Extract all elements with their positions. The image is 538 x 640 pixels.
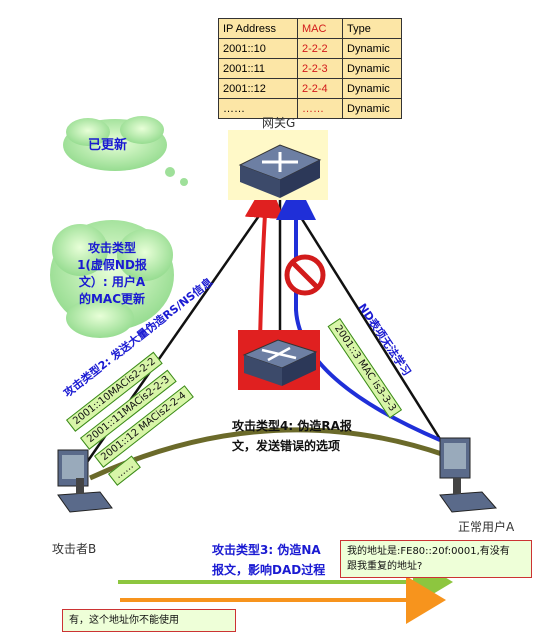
cell-mac: 2-2-3 xyxy=(297,58,343,79)
cloud-attack1-line: 文）: 用户A xyxy=(78,275,146,289)
header-type: Type xyxy=(342,18,402,39)
attack-path-red xyxy=(244,178,285,341)
attacker-message-box: 有，这个地址你不能使用 xyxy=(62,609,236,632)
user-message-line: 跟我重复的地址? xyxy=(347,561,423,572)
cloud-attack1 xyxy=(50,220,174,338)
nd-table: IP Address MAC Type 2001::10 2-2-2 Dynam… xyxy=(218,18,402,119)
cell-type: Dynamic xyxy=(342,38,402,59)
table-row: …… …… Dynamic xyxy=(218,98,402,119)
table-row: 2001::11 2-2-3 Dynamic xyxy=(218,58,402,79)
attacker-message-text: 有，这个地址你不能使用 xyxy=(69,615,179,626)
cell-type: Dynamic xyxy=(342,58,402,79)
cloud-attack1-line: 攻击类型 xyxy=(87,241,136,255)
cell-ip: …… xyxy=(218,98,298,119)
cell-mac: 2-2-2 xyxy=(297,38,343,59)
table-row: 2001::12 2-2-4 Dynamic xyxy=(218,78,402,99)
cell-ip: 2001::12 xyxy=(218,78,298,99)
user-message-box: 我的地址是:FE80::20f:0001,有没有 跟我重复的地址? xyxy=(340,540,532,578)
header-ip: IP Address xyxy=(218,18,298,39)
link-gateway-user xyxy=(288,199,452,456)
attack4-line: 攻击类型4: 伪造RA报 xyxy=(232,419,352,433)
cell-type: Dynamic xyxy=(342,98,402,119)
cell-mac: 2-2-4 xyxy=(297,78,343,99)
cell-ip: 2001::11 xyxy=(218,58,298,79)
switch-icon xyxy=(238,330,320,390)
attack4-text: 攻击类型4: 伪造RA报 文，发送错误的选项 xyxy=(232,416,352,456)
attack3-line: 报文，影响DAD过程 xyxy=(212,563,326,577)
user-label: 正常用户A xyxy=(458,520,515,534)
header-mac: MAC xyxy=(297,18,343,39)
nd-table-header: IP Address MAC Type xyxy=(218,18,402,39)
attacker-label: 攻击者B xyxy=(52,542,97,556)
table-row: 2001::10 2-2-2 Dynamic xyxy=(218,38,402,59)
attack3-text: 攻击类型3: 伪造NA 报文，影响DAD过程 xyxy=(212,540,325,580)
user-computer-icon xyxy=(439,437,498,513)
cell-type: Dynamic xyxy=(342,78,402,99)
cloud-updated-text: 已更新 xyxy=(88,138,128,153)
cloud-updated xyxy=(63,116,188,186)
prohibited-icon xyxy=(284,254,326,296)
cloud-attack1-line: 的MAC更新 xyxy=(78,292,146,306)
cell-ip: 2001::10 xyxy=(218,38,298,59)
attack3-line: 攻击类型3: 伪造NA xyxy=(212,543,321,557)
attacker-computer-icon xyxy=(57,449,113,513)
user-message-line: 我的地址是:FE80::20f:0001,有没有 xyxy=(347,546,510,557)
gateway-label: 网关G xyxy=(262,116,296,130)
cloud-attack1-line: 1(虚假ND报 xyxy=(77,258,147,272)
legit-path-blue xyxy=(276,180,441,442)
cell-mac: …… xyxy=(297,98,343,119)
cloud-attack1-text: 攻击类型 1(虚假ND报 文）: 用户A 的MAC更新 xyxy=(62,240,162,308)
arc-attacker-user xyxy=(88,427,446,481)
gateway-router-icon xyxy=(228,130,328,200)
attack4-line: 文，发送错误的选项 xyxy=(232,439,341,453)
